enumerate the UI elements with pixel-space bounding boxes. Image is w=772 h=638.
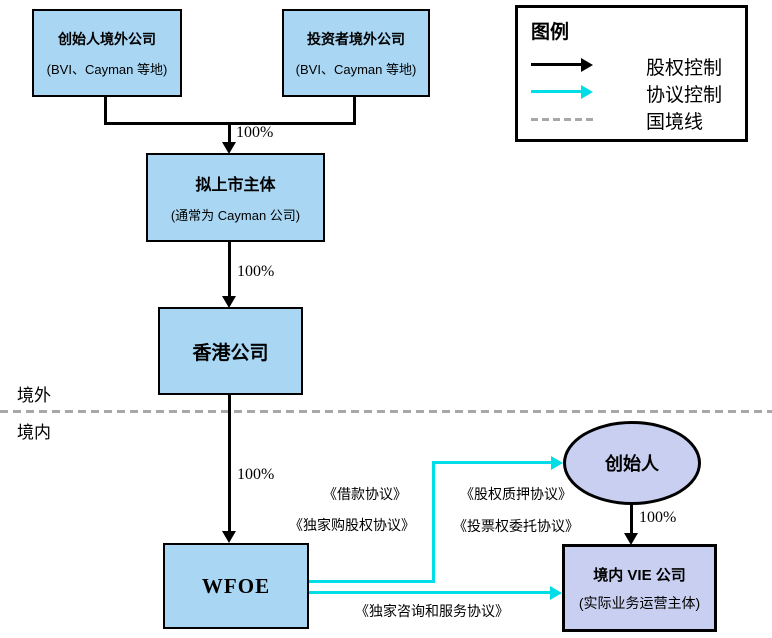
node-subtitle: (BVI、Cayman 等地) <box>295 61 417 77</box>
ownership-percent-label: 100% <box>639 509 677 526</box>
legend-equity-line <box>531 63 581 66</box>
founder-stub-line <box>104 97 107 125</box>
onshore-label: 境内 <box>17 423 51 442</box>
listco-hk-line <box>228 242 231 297</box>
arrowhead-down-icon <box>222 531 236 543</box>
voting-proxy-agreement-label: 《投票权委托协议》 <box>453 518 579 534</box>
node-title: 创始人 <box>605 454 659 474</box>
node-vie-company: 境内 VIE 公司 (实际业务运营主体) <box>562 544 717 632</box>
legend-border-dashed-line <box>531 118 593 121</box>
node-title: 投资者境外公司 <box>307 30 405 47</box>
wfoe-vie-line <box>309 591 550 594</box>
node-founder-offshore-company: 创始人境外公司 (BVI、Cayman 等地) <box>32 9 182 97</box>
node-subtitle: (BVI、Cayman 等地) <box>46 61 168 77</box>
node-title: WFOE <box>201 573 271 598</box>
legend-box: 图例 股权控制 协议控制 国境线 <box>515 5 748 142</box>
arrowhead-right-icon <box>550 586 562 600</box>
exclusive-purchase-agreement-label: 《独家购股权协议》 <box>289 517 415 533</box>
hk-wfoe-line <box>228 395 231 532</box>
node-listco: 拟上市主体 (通常为 Cayman 公司) <box>146 153 325 242</box>
node-hongkong-company: 香港公司 <box>158 307 303 395</box>
country-border-dashed-line <box>0 410 772 413</box>
node-title: 创始人境外公司 <box>58 30 156 47</box>
node-investor-offshore-company: 投资者境外公司 (BVI、Cayman 等地) <box>282 9 430 97</box>
arrowhead-down-icon <box>624 533 638 545</box>
node-founder: 创始人 <box>563 421 701 505</box>
node-subtitle: (通常为 Cayman 公司) <box>170 208 301 223</box>
arrowhead-right-icon <box>551 456 563 470</box>
arrowhead-right-icon <box>581 85 593 99</box>
founder-vie-line <box>630 505 633 535</box>
node-wfoe: WFOE <box>163 543 309 629</box>
wfoe-founder-line-v <box>432 461 435 583</box>
equity-pledge-agreement-label: 《股权质押协议》 <box>460 486 572 502</box>
arrowhead-down-icon <box>222 142 236 154</box>
arrowhead-right-icon <box>581 58 593 72</box>
loan-agreement-label: 《借款协议》 <box>323 486 407 502</box>
node-title: 拟上市主体 <box>195 177 276 194</box>
offshore-label: 境外 <box>17 386 51 405</box>
node-title: 香港公司 <box>192 342 269 364</box>
legend-agreement-line <box>531 90 581 93</box>
ownership-percent-label: 100% <box>237 466 275 483</box>
legend-agreement-control-label: 协议控制 <box>646 85 723 106</box>
wfoe-founder-line-h1 <box>309 580 435 583</box>
service-agreement-label: 《独家咨询和服务协议》 <box>355 603 509 619</box>
node-subtitle: (实际业务运营主体) <box>578 594 701 611</box>
investor-stub-line <box>353 97 356 125</box>
arrowhead-down-icon <box>222 296 236 308</box>
ownership-percent-label: 100% <box>236 124 274 141</box>
node-title: 境内 VIE 公司 <box>593 566 686 584</box>
legend-equity-control-label: 股权控制 <box>646 58 723 79</box>
legend-title: 图例 <box>531 22 570 43</box>
merge-vertical-line <box>228 122 231 143</box>
wfoe-founder-line-h2 <box>432 461 551 464</box>
ownership-percent-label: 100% <box>237 263 275 280</box>
legend-country-border-label: 国境线 <box>646 112 704 133</box>
